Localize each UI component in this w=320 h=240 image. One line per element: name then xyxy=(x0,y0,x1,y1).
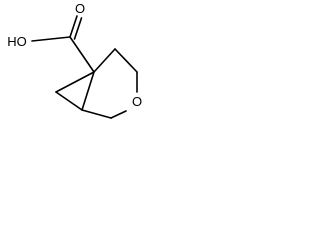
bond-o-c5 xyxy=(110,110,127,119)
cyclopropane-ring xyxy=(55,71,95,111)
bond-c2-c3 xyxy=(114,48,138,73)
ring-oxygen-label: O xyxy=(132,94,142,109)
bond-carboxyl-carbon-hydroxyl xyxy=(31,36,71,42)
bond-carbonyl-double-2 xyxy=(73,17,83,40)
bond-c6-c7 xyxy=(55,91,83,111)
molecule-structure: O HO O xyxy=(7,1,142,119)
bond-c5-c6 xyxy=(81,109,112,119)
bond-c1-c7 xyxy=(55,71,95,93)
bond-c1-carboxyl-carbon xyxy=(69,36,95,73)
hydroxyl-label: HO xyxy=(7,34,27,49)
bond-c1-c6 xyxy=(81,71,95,111)
oxane-ring xyxy=(81,48,138,119)
carboxylic-acid-group xyxy=(31,15,95,73)
bond-c1-c2 xyxy=(93,48,116,73)
bond-carbonyl-double-1 xyxy=(69,15,78,38)
carbonyl-oxygen-label: O xyxy=(75,1,85,16)
